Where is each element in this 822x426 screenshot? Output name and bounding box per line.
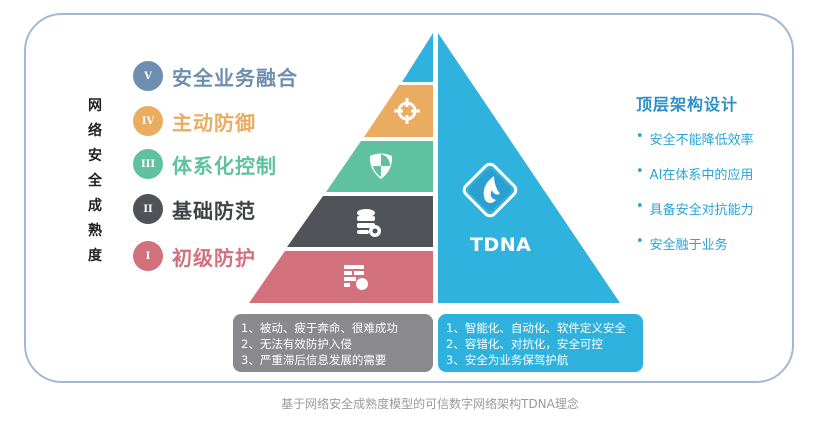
tdna-logo-icon <box>462 162 518 218</box>
database-gear-icon <box>357 209 381 237</box>
list-item: • 具备安全对抗能力 <box>636 199 754 234</box>
box-line: 3、安全为业务保驾护航 <box>446 353 569 367</box>
axis-char: 熟 <box>88 223 102 239</box>
target-crosshair-icon <box>394 98 420 124</box>
axis-char: 安 <box>88 148 102 164</box>
level-label: 主动防御 <box>172 110 256 135</box>
figure-caption: 基于网络安全成熟度模型的可信数字网络架构TDNA理念 <box>281 397 579 411</box>
level-5: V 安全业务融合 <box>133 61 298 91</box>
top-architecture-panel: 顶层架构设计 • 安全不能降低效率 • AI在体系中的应用 • 具备安全对抗能力 • 安… <box>636 91 754 269</box>
tdna-benefits-box: 1、智能化、自动化、软件定义安全 2、容错化、对抗化，安全可控 3、安全为业务保… <box>438 314 643 372</box>
level-label: 体系化控制 <box>172 153 277 178</box>
box-line: 2、容错化、对抗化，安全可控 <box>446 337 603 351</box>
box-line: 1、被动、疲于奔命、很难成功 <box>241 321 398 335</box>
level-label: 基础防范 <box>172 198 256 223</box>
axis-char: 网 <box>88 98 102 114</box>
list-item-text: AI在体系中的应用 <box>649 168 754 183</box>
bullet-icon: • <box>636 199 644 214</box>
level-label: 安全业务融合 <box>172 65 298 90</box>
diagram-frame <box>24 13 794 383</box>
band-level-2 <box>287 196 433 247</box>
level-badge: II <box>133 194 163 224</box>
level-label: 初级防护 <box>172 245 256 270</box>
band-level-1 <box>249 251 433 303</box>
level-badge: I <box>133 241 163 271</box>
maturity-axis-title: 网 络 安 全 成 熟 度 <box>84 96 106 266</box>
level-4: IV 主动防御 <box>133 106 256 136</box>
axis-char: 度 <box>88 248 102 264</box>
box-line: 3、严重滞后信息发展的需要 <box>241 353 387 367</box>
tdna-triangle <box>438 33 620 303</box>
bullet-icon: • <box>636 164 644 179</box>
axis-char: 成 <box>88 198 102 214</box>
list-item-text: 具备安全对抗能力 <box>649 203 754 218</box>
bullet-icon: • <box>636 234 644 249</box>
shield-icon <box>369 153 393 179</box>
level-badge: V <box>133 61 163 91</box>
pyramid-tip <box>402 33 433 82</box>
level-badge: III <box>133 149 163 179</box>
axis-char: 络 <box>88 123 102 139</box>
tdna-label: TDNA <box>470 234 532 256</box>
traditional-security-box: 1、被动、疲于奔命、很难成功 2、无法有效防护入侵 3、严重滞后信息发展的需要 <box>233 314 433 372</box>
principles-list: • 安全不能降低效率 • AI在体系中的应用 • 具备安全对抗能力 • 安全融于业务 <box>636 129 754 269</box>
list-item: • 安全不能降低效率 <box>636 129 754 164</box>
box-line: 1、智能化、自动化、软件定义安全 <box>446 321 626 335</box>
list-item-text: 安全融于业务 <box>649 238 728 253</box>
level-2: II 基础防范 <box>133 194 256 224</box>
list-item-text: 安全不能降低效率 <box>649 133 754 148</box>
panel-title: 顶层架构设计 <box>636 95 739 114</box>
level-3: III 体系化控制 <box>133 149 277 179</box>
list-item: • AI在体系中的应用 <box>636 164 754 199</box>
level-1: I 初级防护 <box>133 241 256 271</box>
axis-char: 全 <box>88 173 102 189</box>
list-item: • 安全融于业务 <box>636 234 754 269</box>
level-badge: IV <box>133 106 163 136</box>
firewall-icon <box>344 265 368 290</box>
bullet-icon: • <box>636 129 644 144</box>
box-line: 2、无法有效防护入侵 <box>241 337 352 351</box>
